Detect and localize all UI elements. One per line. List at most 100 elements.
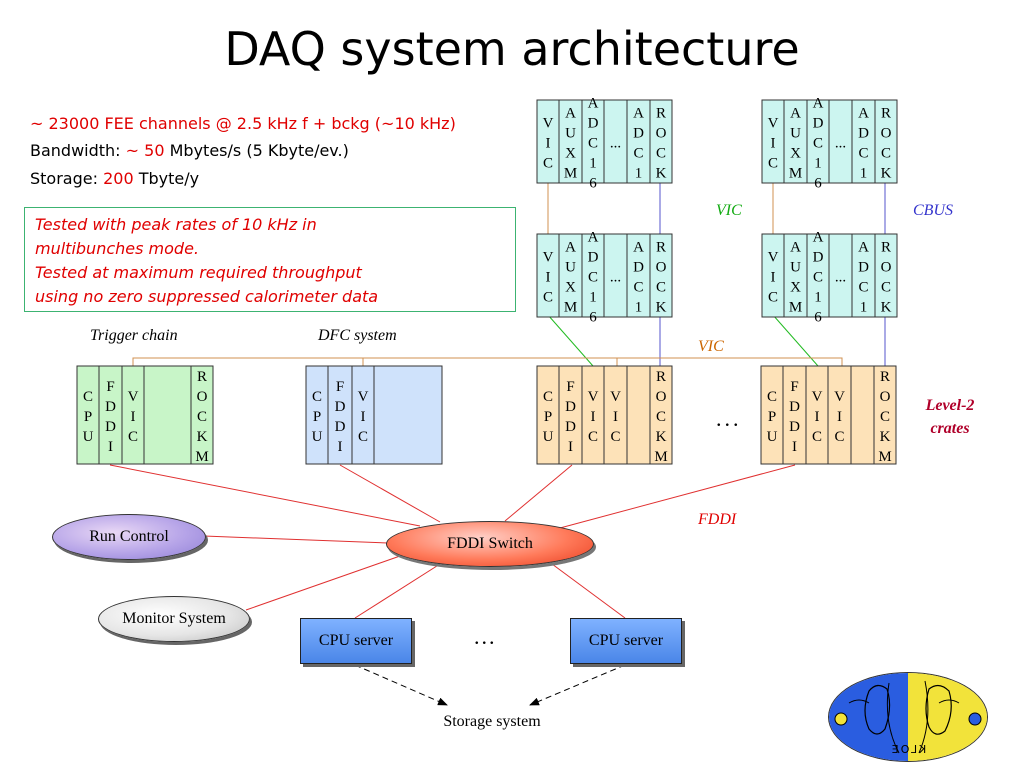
fddi-link xyxy=(339,464,441,523)
slot-label: I xyxy=(792,439,797,455)
slot-label: C xyxy=(834,429,844,445)
trigger-chain-label: Trigger chain xyxy=(90,327,178,344)
slot-label: D xyxy=(335,399,346,415)
cpu-server-node[interactable]: CPU server xyxy=(570,618,682,664)
slot-label: A xyxy=(813,96,824,112)
cpu-server-node[interactable]: CPU server xyxy=(300,618,412,664)
note-line: Tested at maximum required throughput xyxy=(35,263,362,282)
fddi-link xyxy=(551,563,626,619)
slot-label: O xyxy=(881,260,892,276)
slot-label: C xyxy=(197,409,207,425)
slot-label: P xyxy=(544,409,552,425)
slot-label: X xyxy=(790,146,801,162)
slot-label: I xyxy=(815,409,820,425)
slot-label: C xyxy=(768,290,778,306)
slot-label: C xyxy=(543,156,553,172)
slot-label: U xyxy=(790,260,801,276)
monitor-system-node[interactable]: Monitor System xyxy=(98,596,250,642)
slot-label: O xyxy=(656,126,667,142)
slot-label: V xyxy=(358,389,369,405)
slot-label: 6 xyxy=(814,176,822,192)
slot-label: U xyxy=(790,126,801,142)
crate-slot xyxy=(873,365,897,465)
bandwidth-unit: Mbytes/s (5 Kbyte/ev.) xyxy=(169,141,349,160)
slot-label: ... xyxy=(610,270,621,286)
run-control-node[interactable]: Run Control xyxy=(52,514,206,560)
crates-ellipsis: ... xyxy=(716,406,742,431)
slot-label: F xyxy=(566,379,574,395)
slot-label: C xyxy=(128,429,138,445)
slot-label: D xyxy=(588,250,599,266)
slot-label: ... xyxy=(610,136,621,152)
slot-label: R xyxy=(656,369,666,385)
slot-label: 1 xyxy=(635,300,643,316)
slot-label: ... xyxy=(835,270,846,286)
slot-label: D xyxy=(335,419,346,435)
slot-label: A xyxy=(633,240,644,256)
slot-label: C xyxy=(588,429,598,445)
storage-arrow xyxy=(529,664,626,706)
slot-label: 1 xyxy=(860,166,868,182)
channels-text: ~ 23000 FEE channels @ 2.5 kHz f + bckg … xyxy=(30,114,456,133)
slot-label: X xyxy=(565,280,576,296)
slot-label: V xyxy=(543,116,554,132)
slot-label: U xyxy=(312,429,323,445)
slot-label: X xyxy=(565,146,576,162)
level2-label-line1: Level-2 xyxy=(925,397,975,414)
slot-label: D xyxy=(588,116,599,132)
slot-label: C xyxy=(858,146,868,162)
slot-label: V xyxy=(812,389,823,405)
storage-system-label: Storage system xyxy=(443,713,541,730)
vic-bus-label: VIC xyxy=(716,202,742,219)
slot-label: K xyxy=(197,429,208,445)
crates-group: VICAUXMADC16...ADC1ROCKVICAUXMADC16...AD… xyxy=(76,96,898,465)
slot-label: A xyxy=(633,106,644,122)
slot-label: U xyxy=(83,429,94,445)
cpu-server-label: CPU server xyxy=(318,632,394,649)
slot-label: P xyxy=(313,409,321,425)
slot-label: F xyxy=(106,379,114,395)
note-line: using no zero suppressed calorimeter dat… xyxy=(35,287,379,306)
fddi-switch-node[interactable]: FDDI Switch xyxy=(386,521,594,567)
slot-label: 1 xyxy=(589,290,597,306)
slot-label: D xyxy=(565,399,576,415)
crate-frame xyxy=(76,365,214,465)
slot-label: 1 xyxy=(860,300,868,316)
slot-label: C xyxy=(543,389,553,405)
slide-title: DAQ system architecture xyxy=(224,22,800,76)
logo-text: KLOE xyxy=(890,743,927,756)
slot-label: V xyxy=(610,389,621,405)
slot-label: M xyxy=(878,449,891,465)
slot-label: D xyxy=(565,419,576,435)
slot-label: K xyxy=(656,166,667,182)
slot-label: I xyxy=(771,136,776,152)
slot-label: M xyxy=(789,300,802,316)
slot-label: O xyxy=(880,389,891,405)
crate-slot xyxy=(874,99,898,184)
crate-slot xyxy=(373,365,443,465)
slot-label: K xyxy=(881,300,892,316)
slot-label: K xyxy=(880,429,891,445)
fddi-link xyxy=(354,563,441,619)
crate-slot xyxy=(190,365,214,465)
test-note-box: Tested with peak rates of 10 kHz in mult… xyxy=(24,207,516,312)
slot-label: 6 xyxy=(589,176,597,192)
slot-label: O xyxy=(197,389,208,405)
slot-label: C xyxy=(656,409,666,425)
slot-label: P xyxy=(84,409,92,425)
slot-label: C xyxy=(812,429,822,445)
slot-label: V xyxy=(543,250,554,266)
run-control-label: Run Control xyxy=(89,528,169,545)
slot-label: P xyxy=(768,409,776,425)
cbus-label: CBUS xyxy=(913,202,953,219)
note-line: multibunches mode. xyxy=(35,239,199,258)
